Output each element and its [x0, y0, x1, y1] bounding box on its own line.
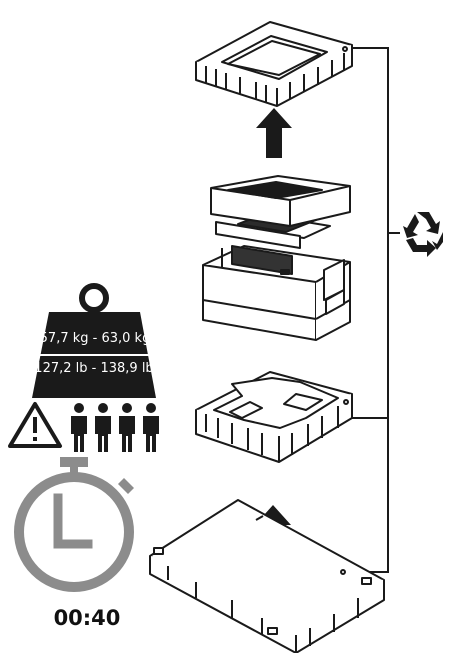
four-person-lift-icon — [71, 403, 159, 452]
timer-label: 00:40 — [53, 606, 121, 630]
weight-kg-label: 57,7 kg - 63,0 kg — [39, 331, 151, 346]
recycle-icon — [403, 212, 443, 257]
top-cushion — [195, 21, 353, 107]
recycle-bracket — [344, 47, 400, 573]
weight-lb-label: 127,2 lb - 138,9 lb — [34, 361, 154, 376]
caution-icon — [8, 402, 62, 448]
stopwatch-icon — [14, 457, 134, 592]
printer-image — [202, 175, 351, 341]
bottom-cushion — [195, 371, 353, 463]
pallet — [149, 499, 385, 653]
weight-icon — [32, 283, 156, 398]
